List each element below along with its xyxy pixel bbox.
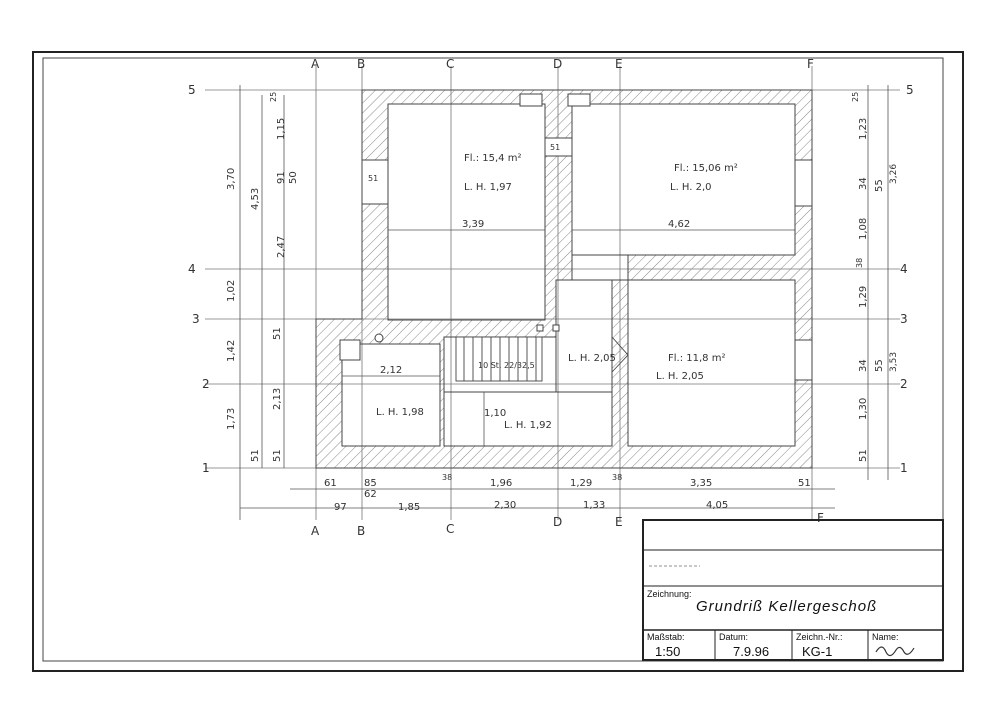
label-scale: Maßstab: bbox=[647, 632, 685, 642]
dim-left3-0: 1,15 bbox=[276, 118, 287, 140]
room2-width: 4,62 bbox=[668, 219, 690, 230]
dim-left3-4: 51 bbox=[250, 449, 261, 462]
dim-left2-1: 2,13 bbox=[272, 388, 283, 410]
dim-left1-2: 1,42 bbox=[226, 340, 237, 362]
dim-left3-3: 51 bbox=[272, 449, 283, 462]
grid-label-col-e-bottom: E bbox=[615, 515, 623, 529]
dim-right1-1: 34 bbox=[858, 177, 869, 190]
grid-label-col-e: E bbox=[615, 57, 623, 71]
room5-height: L. H. 1,92 bbox=[504, 420, 552, 431]
grid-label-col-a-bottom: A bbox=[311, 524, 320, 538]
dim-bottom2-5: 4,05 bbox=[706, 500, 728, 511]
grid-label-row-3-right: 3 bbox=[900, 312, 908, 326]
room6-height: L. H. 2,05 bbox=[568, 353, 616, 364]
dim-bottom1-1: 85 bbox=[364, 478, 377, 489]
room1-area: Fl.: 15,4 m² bbox=[464, 153, 521, 164]
stair-label: 10 St. 22/32,5 bbox=[478, 361, 535, 370]
room4-height: L. H. 1,98 bbox=[376, 407, 424, 418]
label-name: Name: bbox=[872, 632, 899, 642]
dim-right2-3: 55 bbox=[874, 359, 885, 372]
label-drawing: Zeichnung: bbox=[647, 589, 692, 599]
grid-label-col-f-bottom: F bbox=[817, 511, 824, 525]
dim-right2-1: 55 bbox=[874, 179, 885, 192]
grid-label-row-1-left: 1 bbox=[202, 461, 210, 475]
dim-opening-1: 51 bbox=[550, 143, 560, 152]
dim-right2-2: 38 bbox=[855, 258, 864, 268]
dim-right1-6: 51 bbox=[858, 449, 869, 462]
label-number: Zeichn.-Nr.: bbox=[796, 632, 843, 642]
dim-left4-1: 50 bbox=[288, 171, 299, 184]
dim-bottom2-2: 1,85 bbox=[398, 502, 420, 513]
scale-value: 1:50 bbox=[655, 644, 681, 659]
dim-left3-2: 2,47 bbox=[276, 236, 287, 258]
room1-width: 3,39 bbox=[462, 219, 484, 230]
title-block bbox=[642, 519, 944, 661]
grid-label-col-c-bottom: C bbox=[446, 522, 454, 536]
grid-label-row-4-left: 4 bbox=[188, 262, 196, 276]
dim-bottom1-6: 3,35 bbox=[690, 478, 712, 489]
dim-bottom1-3: 1,96 bbox=[490, 478, 512, 489]
dim-right1-2: 1,08 bbox=[858, 218, 869, 240]
grid-label-col-c: C bbox=[446, 57, 454, 71]
number-value: KG-1 bbox=[802, 644, 833, 659]
dim-left3-1: 91 bbox=[276, 171, 287, 184]
dim-bottom1-7: 51 bbox=[798, 478, 811, 489]
grid-label-row-1-right: 1 bbox=[900, 461, 908, 475]
openings bbox=[339, 93, 813, 381]
dim-left2-0: 4,53 bbox=[250, 188, 261, 210]
room3-area: Fl.: 11,8 m² bbox=[668, 353, 725, 364]
dim-bottom1-2: 38 bbox=[442, 473, 452, 482]
dim-right1-0: 1,23 bbox=[858, 118, 869, 140]
room4-width: 2,12 bbox=[380, 365, 402, 376]
walls bbox=[315, 89, 813, 469]
label-date: Datum: bbox=[719, 632, 749, 642]
dim-right1-5: 1,30 bbox=[858, 398, 869, 420]
dim-bottom1-0: 61 bbox=[324, 478, 337, 489]
grid-label-col-d-bottom: D bbox=[553, 515, 562, 529]
grid-label-row-3-left: 3 bbox=[192, 312, 200, 326]
grid-label-col-b-bottom: B bbox=[357, 524, 365, 538]
dim-right3-0: 3,26 bbox=[889, 164, 899, 184]
stairs bbox=[455, 336, 629, 382]
dim-left2-2: 51 bbox=[272, 327, 283, 340]
sheet-border bbox=[32, 51, 964, 672]
grid-label-row-5-left: 5 bbox=[188, 83, 196, 97]
date-value: 7.9.96 bbox=[733, 644, 770, 659]
dim-opening-0: 51 bbox=[368, 174, 378, 183]
dim-left1-3: 1,73 bbox=[226, 408, 237, 430]
grid-label-col-b: B bbox=[357, 57, 365, 71]
grid-label-col-d: D bbox=[553, 57, 562, 71]
dim-bottom2-3: 2,30 bbox=[494, 500, 516, 511]
dim-right2-0: 25 bbox=[851, 92, 860, 102]
room3-height: L. H. 2,05 bbox=[656, 371, 704, 382]
room2-height: L. H. 2,0 bbox=[670, 182, 712, 193]
dim-left1-0: 3,70 bbox=[226, 168, 237, 190]
dim-right1-4: 34 bbox=[858, 359, 869, 372]
dim-bottom1-5: 38 bbox=[612, 473, 622, 482]
dim-bottom2-4: 1,33 bbox=[583, 500, 605, 511]
grid-label-col-a: A bbox=[311, 57, 320, 71]
grid-label-row-5-right: 5 bbox=[906, 83, 914, 97]
room2-area: Fl.: 15,06 m² bbox=[674, 163, 738, 174]
dim-bottom2-1: 62 bbox=[364, 489, 377, 500]
grid-label-row-2-left: 2 bbox=[202, 377, 210, 391]
dim-bottom1-4: 1,29 bbox=[570, 478, 592, 489]
grid-label-row-4-right: 4 bbox=[900, 262, 908, 276]
dim-left4-0: 25 bbox=[269, 92, 278, 102]
room5-depth: 1,10 bbox=[484, 408, 506, 419]
dim-bottom2-0: 97 bbox=[334, 502, 347, 513]
dim-right3-1: 3,53 bbox=[889, 352, 899, 372]
drawing-title: Grundriß Kellergeschoß bbox=[696, 598, 878, 615]
grid-label-col-f: F bbox=[807, 57, 814, 71]
dim-left1-1: 1,02 bbox=[226, 280, 237, 302]
dim-right1-3: 1,29 bbox=[858, 286, 869, 308]
grid-label-row-2-right: 2 bbox=[900, 377, 908, 391]
room1-height: L. H. 1,97 bbox=[464, 182, 512, 193]
